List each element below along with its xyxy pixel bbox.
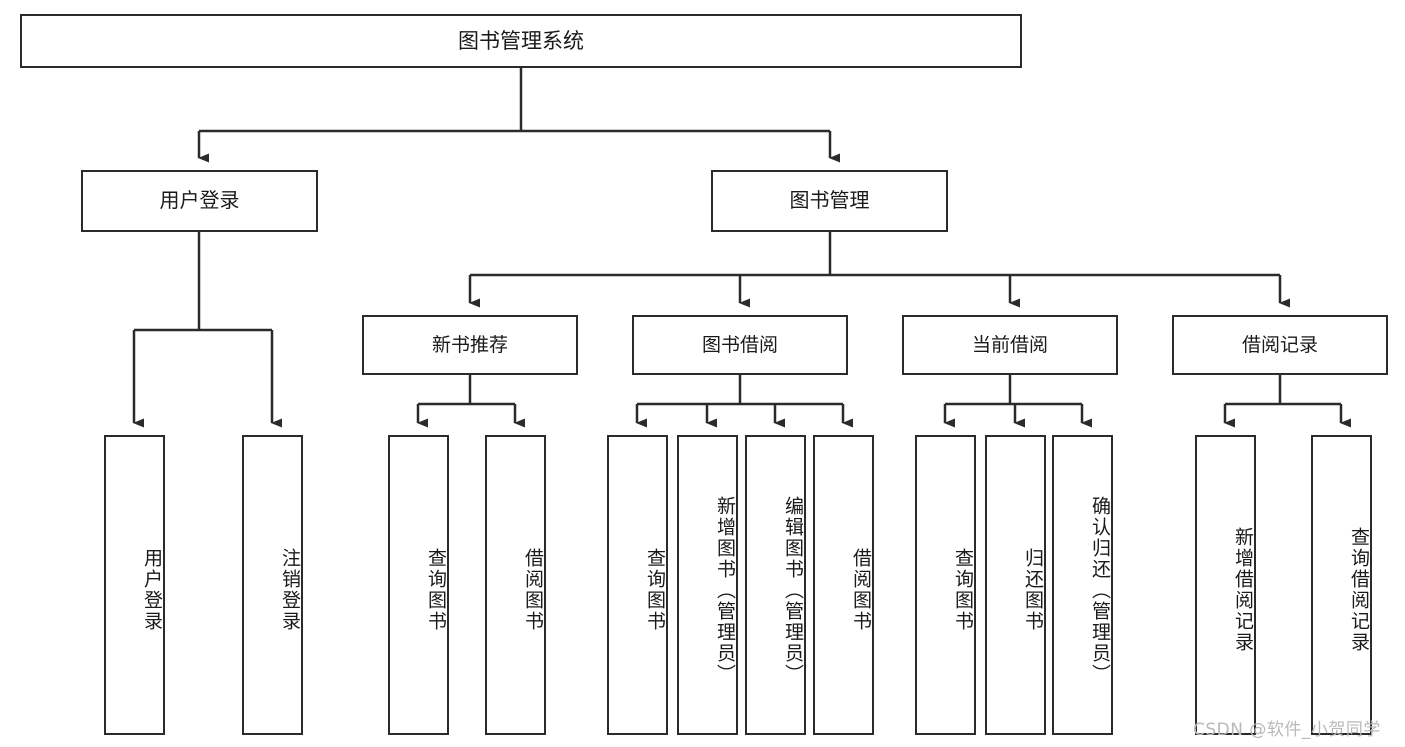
- node-label: 图书管理系统: [458, 28, 584, 53]
- node-label: 查询图书: [952, 548, 974, 632]
- node-leaf-query-book-3[interactable]: 查询图书: [915, 435, 976, 735]
- node-label: 借阅记录: [1241, 333, 1318, 356]
- node-label: 注销登录: [279, 548, 301, 632]
- node-borrow-record[interactable]: 借阅记录: [1172, 315, 1388, 375]
- node-current-borrow[interactable]: 当前借阅: [902, 315, 1118, 375]
- node-label: 新书推荐: [431, 333, 508, 356]
- node-leaf-query-book-1[interactable]: 查询图书: [388, 435, 449, 735]
- node-label: 用户登录: [141, 548, 163, 632]
- node-book-borrow[interactable]: 图书借阅: [632, 315, 848, 375]
- node-leaf-confirm-return[interactable]: 确认归还（管理员）: [1052, 435, 1113, 735]
- node-leaf-logout[interactable]: 注销登录: [242, 435, 303, 735]
- node-label: 新增图书（管理员）: [714, 495, 736, 685]
- node-label: 当前借阅: [971, 333, 1048, 356]
- node-label: 图书管理: [789, 188, 870, 213]
- node-leaf-return-book[interactable]: 归还图书: [985, 435, 1046, 735]
- node-new-book-recommend[interactable]: 新书推荐: [362, 315, 578, 375]
- node-leaf-query-book-2[interactable]: 查询图书: [607, 435, 668, 735]
- node-leaf-edit-book[interactable]: 编辑图书（管理员）: [745, 435, 806, 735]
- node-leaf-add-record[interactable]: 新增借阅记录: [1195, 435, 1256, 735]
- node-label: 借阅图书: [522, 548, 544, 632]
- node-label: 归还图书: [1022, 548, 1044, 632]
- node-label: 确认归还（管理员）: [1089, 495, 1111, 685]
- watermark-text: CSDN @软件_小贺同学: [1193, 720, 1381, 740]
- node-book-management[interactable]: 图书管理: [711, 170, 948, 232]
- node-label: 查询借阅记录: [1348, 527, 1370, 653]
- node-leaf-borrow-book-2[interactable]: 借阅图书: [813, 435, 874, 735]
- node-leaf-query-record[interactable]: 查询借阅记录: [1311, 435, 1372, 735]
- node-leaf-add-book[interactable]: 新增图书（管理员）: [677, 435, 738, 735]
- node-label: 编辑图书（管理员）: [782, 495, 804, 685]
- node-label: 新增借阅记录: [1232, 527, 1254, 653]
- node-user-login[interactable]: 用户登录: [81, 170, 318, 232]
- node-label: 用户登录: [159, 188, 240, 213]
- node-label: 查询图书: [644, 548, 666, 632]
- node-label: 借阅图书: [850, 548, 872, 632]
- node-label: 图书借阅: [701, 333, 778, 356]
- node-leaf-borrow-book-1[interactable]: 借阅图书: [485, 435, 546, 735]
- node-book-management-system[interactable]: 图书管理系统: [20, 14, 1022, 68]
- node-label: 查询图书: [425, 548, 447, 632]
- node-leaf-user-login[interactable]: 用户登录: [104, 435, 165, 735]
